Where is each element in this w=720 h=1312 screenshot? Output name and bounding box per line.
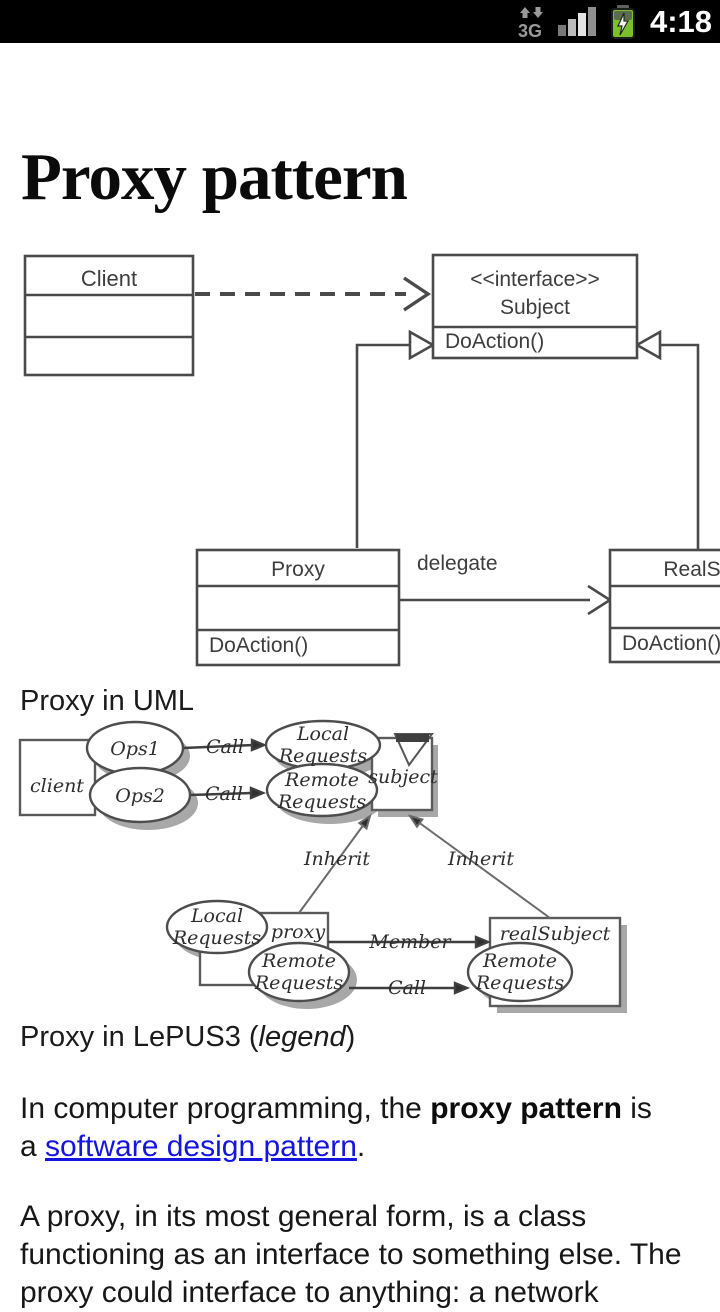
lepus-remote-right-label-2: Requests — [475, 972, 565, 994]
paragraph-line: A proxy, in its most general form, is a … — [20, 1200, 587, 1233]
intro-text-3: a — [20, 1130, 46, 1163]
software-design-pattern-link[interactable]: software design pattern — [45, 1130, 357, 1163]
battery-charging-icon — [610, 4, 635, 39]
inherit-edge-right — [407, 814, 551, 919]
uml-figure-caption: Proxy in UML — [20, 685, 195, 717]
inherit-edge-left — [298, 813, 372, 914]
uml-subject-method: DoAction() — [445, 330, 544, 353]
lepus-remote-requests-ellipse — [265, 762, 379, 818]
caption-legend-text: legend — [258, 1021, 346, 1053]
uml-subject-label: Subject — [500, 296, 570, 319]
proxy-pattern-bold-text: proxy pattern — [430, 1092, 622, 1125]
page-title: Proxy pattern — [21, 139, 408, 214]
3g-data-icon: 3G — [518, 6, 543, 39]
intro-text-4: . — [356, 1130, 366, 1163]
lepus-remote-lower-label-2: Requests — [254, 972, 344, 994]
lepus-remote-requests-lower-ellipse — [247, 941, 351, 1003]
caption-text-suffix: ) — [345, 1021, 356, 1053]
lepus-inherit-label-left: Inherit — [303, 848, 370, 870]
call-edge-ops2 — [189, 786, 267, 800]
uml-class-proxy — [195, 548, 401, 667]
intro-text: In computer programming, the — [20, 1092, 431, 1125]
lepus-inherit-label-right: Inherit — [447, 848, 514, 870]
lepus-local-lower-label-1: Local — [190, 905, 243, 927]
lepus-ops2-ellipse — [88, 766, 192, 824]
lepus-local-lower-label-2: Requests — [172, 927, 262, 949]
signal-strength-icon — [557, 6, 596, 36]
lepus-client-label: client — [30, 775, 84, 797]
intro-text-2: is — [621, 1092, 652, 1125]
lepus-member-label: Member — [368, 931, 452, 953]
lepus-call-label-3: Call — [388, 977, 426, 999]
lepus-remote-requests-label-2: Requests — [277, 791, 367, 813]
lepus-ops2-label: Ops2 — [115, 785, 165, 807]
lepus-remote-lower-label-1: Remote — [261, 950, 336, 972]
uml-delegate-label: delegate — [417, 552, 498, 575]
caption-text: Proxy in LePUS3 ( — [20, 1021, 259, 1053]
lepus-realsubject-label: realSubject — [500, 923, 611, 945]
lepus-subject-label: subject — [368, 766, 438, 788]
lepus3-figure-caption: Proxy in LePUS3 (legend) — [20, 1020, 355, 1054]
uml-realsubject-method: DoAction() — [622, 632, 720, 655]
dependency-arrow — [195, 276, 432, 312]
uml-diagram-figure[interactable]: Client <<interface>> Subject DoAction() … — [0, 248, 720, 673]
lepus-proxy-label: proxy — [271, 921, 325, 943]
lepus-ops1-label: Ops1 — [110, 738, 160, 760]
intro-paragraph: In computer programming, the proxy patte… — [20, 1090, 652, 1166]
status-bar: 3G 4:18 — [0, 0, 720, 43]
paragraph-line: a software design pattern. — [20, 1128, 652, 1166]
lepus-subject-box — [370, 733, 434, 812]
realization-connector-left — [355, 329, 436, 548]
lepus-call-label-1: Call — [206, 736, 244, 758]
call-edge-bottom — [349, 981, 471, 995]
uml-realsubject-label: RealSubject — [663, 558, 720, 581]
uml-class-realsubject — [608, 548, 720, 664]
uml-class-client — [23, 254, 195, 377]
paragraph-line: In computer programming, the proxy patte… — [20, 1090, 652, 1128]
lepus-client-box — [18, 738, 97, 817]
lepus-local-requests-lower-ellipse — [165, 899, 269, 955]
delegate-arrow — [400, 584, 613, 616]
call-edge-ops1 — [182, 738, 268, 752]
paragraph-line: functioning as an interface to something… — [20, 1238, 682, 1271]
member-edge — [328, 935, 492, 949]
lepus3-diagram-figure[interactable]: client Ops1 Ops2 Call Call Local Request… — [0, 712, 720, 1032]
clock-text: 4:18 — [649, 4, 712, 39]
lepus-remote-requests-label-1: Remote — [284, 769, 359, 791]
uml-proxy-method: DoAction() — [209, 634, 308, 657]
svg-text:3G: 3G — [518, 21, 542, 39]
lepus-remote-right-label-1: Remote — [482, 950, 557, 972]
uml-interface-stereotype: <<interface>> — [470, 268, 600, 291]
uml-interface-subject — [431, 253, 639, 360]
description-paragraph: A proxy, in its most general form, is a … — [20, 1198, 682, 1312]
lepus-call-label-2: Call — [205, 783, 243, 805]
lepus-local-requests-label-1: Local — [296, 723, 349, 745]
uml-proxy-label: Proxy — [271, 558, 325, 581]
realization-connector-right — [634, 329, 700, 550]
lepus-remote-requests-right-ellipse — [466, 941, 574, 1003]
uml-client-label: Client — [81, 266, 137, 291]
lepus-local-requests-label-2: Requests — [278, 745, 368, 767]
